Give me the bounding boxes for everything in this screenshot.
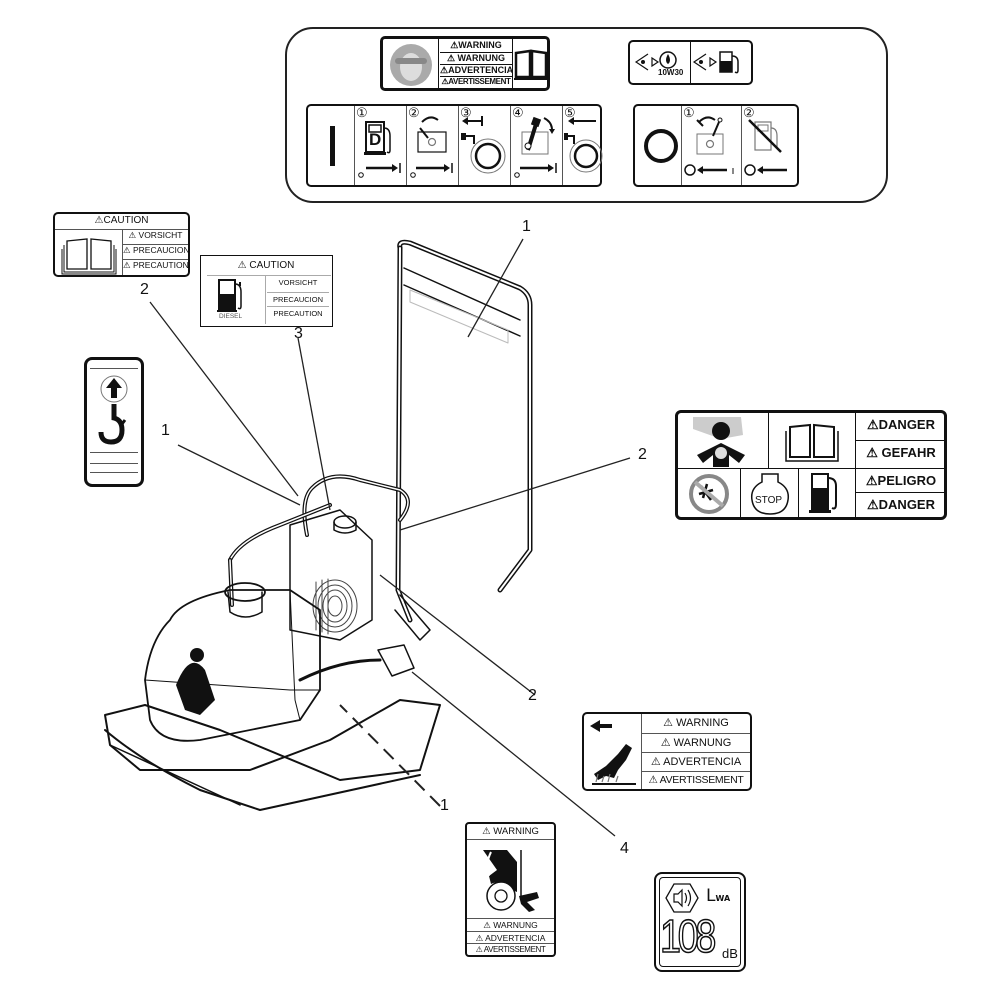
no-flame-icon — [689, 474, 729, 514]
callout-2-left: 2 — [140, 281, 149, 298]
fuel-pump-diesel-icon — [358, 121, 401, 178]
guide-handle — [397, 239, 533, 593]
engine-cooling-fins — [312, 578, 358, 635]
lifting-hook-icon — [98, 375, 128, 445]
start-sequence-decal: ① D ② ③ ④ — [306, 104, 603, 187]
ppe-line-4: ⚠AVERTISSEMENT — [440, 76, 512, 86]
callout-1-left: 1 — [161, 422, 170, 439]
stop-step-2-number: ② — [743, 105, 755, 120]
hearing-eye-protection-icon — [390, 44, 432, 86]
decompression-lever-icon — [514, 116, 557, 178]
caution-manual-line-2: ⚠ PRECAUCION — [123, 244, 190, 255]
handle-decal-area — [409, 289, 509, 344]
start-step-5-number: ⑤ — [564, 105, 576, 120]
danger-line-3: ⚠PELIGRO — [856, 468, 946, 489]
caution-manual-line-1: ⚠ VORSICHT — [128, 230, 183, 240]
sound-value: 108 — [659, 909, 717, 963]
crush-line-2: ⚠ ADVERTENCIA — [467, 931, 554, 944]
lwa-label: LWA — [706, 886, 730, 906]
caution-manual-decal: ⚠CAUTION ⚠ VORSICHT ⚠ PRECAUCION ⚠ PRECA… — [53, 212, 190, 277]
callout-3: 3 — [294, 325, 303, 342]
hot-surface-hand-icon — [590, 720, 636, 785]
caution-diesel-line-2: PRECAUCION — [267, 292, 329, 304]
caution-diesel-line-3: PRECAUTION — [267, 306, 329, 318]
hot-surface-warning-decal: ⚠ WARNING ⚠ WARNUNG ⚠ ADVERTENCIA ⚠ AVER… — [582, 712, 752, 791]
diesel-fuel-label: DIESEL — [219, 313, 243, 320]
danger-line-2: ⚠ GEFAHR — [856, 440, 946, 461]
exhaust-inhalation-icon — [693, 417, 745, 467]
leader-2-mid — [379, 574, 536, 696]
manual-book-icon — [514, 49, 548, 80]
start-step-3-number: ③ — [460, 105, 472, 120]
manual-book-icon — [785, 423, 839, 462]
leader-3 — [297, 337, 331, 511]
throttle-lever-idle-icon — [684, 116, 734, 176]
start-step-1-number: ① — [356, 105, 368, 120]
check-oil-icon — [634, 51, 677, 71]
sound-unit: dB — [722, 946, 738, 961]
crush-line-3: ⚠ AVERTISSEMENT — [467, 943, 554, 954]
on-symbol — [330, 126, 335, 166]
start-step-4-number: ④ — [512, 105, 524, 120]
manual-book-icon — [61, 238, 117, 275]
hot-surface-line-2: ⚠ WARNUNG — [642, 733, 750, 749]
leader-1-bottom — [339, 704, 441, 807]
callout-4: 4 — [620, 840, 629, 857]
sound-power-decal: LWA 108 dB — [654, 872, 746, 972]
stop-sequence-decal: ① ② — [633, 104, 799, 187]
hot-surface-line-3: ⚠ ADVERTENCIA — [642, 752, 750, 768]
callout-2-right: 2 — [638, 446, 647, 463]
caution-diesel-line-1: VORSICHT — [278, 278, 318, 287]
hot-surface-line-4: ⚠ AVERTISSEMENT — [642, 771, 750, 786]
start-step-2-number: ② — [408, 105, 420, 120]
caution-diesel-decal: ⚠ CAUTION DIESEL VORSICHT PRECAUCION PRE… — [200, 255, 333, 327]
danger-decal: STOP ⚠DANGER ⚠ GEFAHR ⚠PELIGRO ⚠DANGER — [675, 410, 947, 520]
engine-block — [289, 509, 373, 641]
recoil-start-icon — [461, 116, 506, 174]
lifting-point-decal — [84, 357, 144, 487]
oil-grade-label: 10W30 — [658, 68, 684, 77]
belt-guard-housing — [144, 589, 321, 742]
leader-2-right — [399, 457, 631, 531]
danger-line-1: ⚠DANGER — [867, 417, 935, 432]
fuel-cap — [333, 515, 357, 529]
leader-2-top-left — [149, 301, 299, 497]
recoil-start-pull-icon — [564, 117, 603, 173]
diesel-d-letter: D — [369, 130, 382, 149]
base-plate — [104, 699, 441, 781]
ppe-line-2: ⚠ WARNUNG — [440, 52, 512, 64]
crush-hand-icon — [483, 850, 539, 912]
danger-line-4: ⚠DANGER — [856, 492, 946, 513]
throttle-lever-icon — [410, 116, 453, 178]
caution-diesel-title: ⚠ CAUTION — [237, 260, 295, 271]
callout-1-bottom: 1 — [440, 797, 449, 814]
caution-manual-title: ⚠CAUTION — [94, 215, 149, 226]
lwa-l: L — [706, 886, 716, 906]
callout-2-mid: 2 — [528, 687, 537, 704]
hot-surface-line-1: ⚠ WARNING — [663, 717, 729, 729]
engine-stop-icon — [750, 473, 790, 515]
check-oil-fuel-decal: 10W30 — [628, 40, 753, 85]
caution-manual-line-3: ⚠ PRECAUTION — [123, 259, 189, 270]
exciter-mount — [377, 644, 415, 677]
fuel-off-icon — [744, 119, 787, 176]
fuel-pump-icon — [809, 473, 837, 513]
stop-step-1-number: ① — [683, 105, 695, 120]
callout-1-top: 1 — [522, 218, 531, 235]
crush-hazard-warning-decal: ⚠ WARNING ⚠ WARNUNG ⚠ ADVERTENCIA ⚠ AVER… — [465, 822, 556, 957]
off-symbol-icon — [644, 129, 678, 163]
ppe-line-3: ⚠ADVERTENCIA — [440, 64, 514, 75]
crush-title: ⚠ WARNING — [482, 826, 539, 837]
top-decal-panel — [285, 27, 888, 203]
check-fuel-icon — [692, 51, 739, 74]
stop-label: STOP — [755, 495, 783, 506]
crush-line-1: ⚠ WARNUNG — [467, 918, 554, 931]
wacker-logo-on-machine — [176, 648, 215, 715]
lwa-sub: WA — [715, 894, 731, 903]
ppe-warning-decal: ⚠WARNING ⚠ WARNUNG ⚠ADVERTENCIA ⚠AVERTIS… — [380, 36, 550, 91]
leader-1-left — [177, 444, 301, 506]
leader-1-top — [467, 238, 524, 338]
sound-emission-icon — [665, 883, 699, 913]
ppe-line-1: ⚠WARNING — [450, 40, 502, 50]
